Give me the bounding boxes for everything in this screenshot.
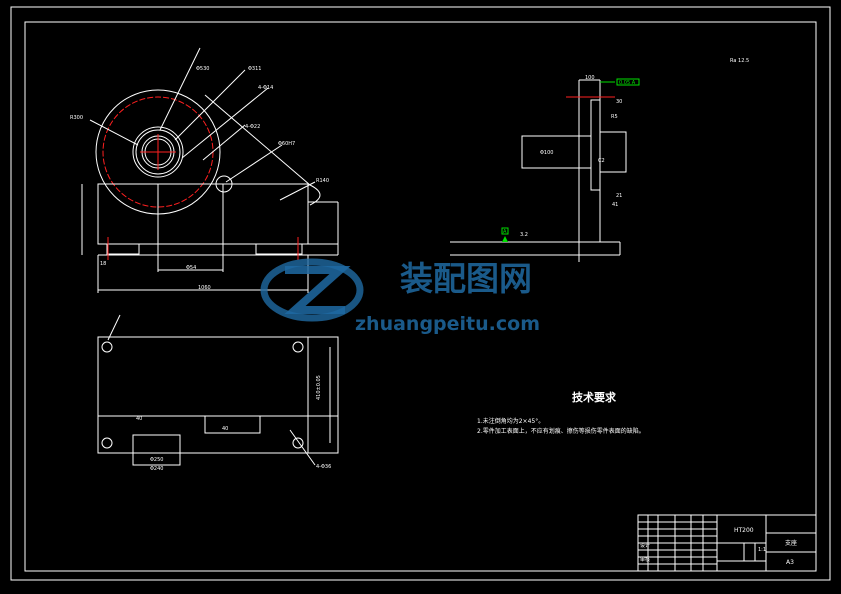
dim-hub: Φ100 — [540, 150, 553, 156]
front-view — [81, 47, 339, 293]
roughness-mark: 3.2 — [520, 232, 528, 238]
dim-d41: 41 — [612, 202, 618, 208]
dim-c2: C2 — [598, 158, 605, 164]
tolerance-frame: 0.05 A — [619, 80, 636, 86]
watermark-url: zhuangpeitu.com — [355, 313, 540, 335]
dim-h2: 40 — [136, 416, 142, 422]
title-designer: 设计 — [640, 542, 650, 549]
inner-border — [24, 21, 817, 572]
datum-a: A — [503, 229, 507, 235]
watermark-logo — [260, 258, 364, 322]
dim-d30: 30 — [616, 99, 622, 105]
title-checker: 审核 — [640, 556, 650, 563]
tech-req-line1: 1.未注倒角均为2×45°。 — [477, 417, 544, 425]
title-scale: 1:1 — [758, 547, 766, 553]
title-name: 支座 — [785, 539, 797, 547]
tech-req-title: 技术要求 — [572, 390, 617, 404]
dim-inner: Φ54 — [186, 265, 196, 271]
dim-d60: Φ60H7 — [278, 141, 295, 147]
outer-border — [10, 6, 831, 581]
dim-d240: Φ240 — [150, 466, 163, 472]
watermark-brand: 装配图网 — [400, 259, 532, 298]
top-view — [97, 314, 339, 466]
side-view — [450, 78, 640, 262]
dim-d311: Φ311 — [248, 66, 261, 72]
dim-r5: R5 — [611, 114, 618, 120]
dim-height: 410±0.05 — [316, 375, 322, 400]
dim-depth: 40 — [222, 426, 228, 432]
title-material: HT200 — [734, 527, 754, 534]
tech-req-line2: 2.零件加工表面上，不应有划痕、擦伤等损伤零件表面的缺陷。 — [477, 427, 645, 435]
dim-d530: Φ530 — [196, 66, 209, 72]
dim-holes22: 4-Φ22 — [245, 124, 260, 130]
dim-left: 18 — [100, 261, 106, 267]
dim-width: 1060 — [198, 285, 211, 291]
roughness-note: Ra 12.5 — [730, 58, 749, 64]
title-block — [637, 514, 817, 572]
dim-r140: R140 — [316, 178, 329, 184]
dim-r300: R300 — [70, 115, 83, 121]
title-sheet: A3 — [786, 559, 794, 566]
dim-top: 100 — [585, 75, 595, 81]
dim-d250: Φ250 — [150, 457, 163, 463]
dim-holes14: 4-Φ14 — [258, 85, 273, 91]
dim-holes36: 4-Φ36 — [316, 464, 331, 470]
dim-d21: 21 — [616, 193, 622, 199]
